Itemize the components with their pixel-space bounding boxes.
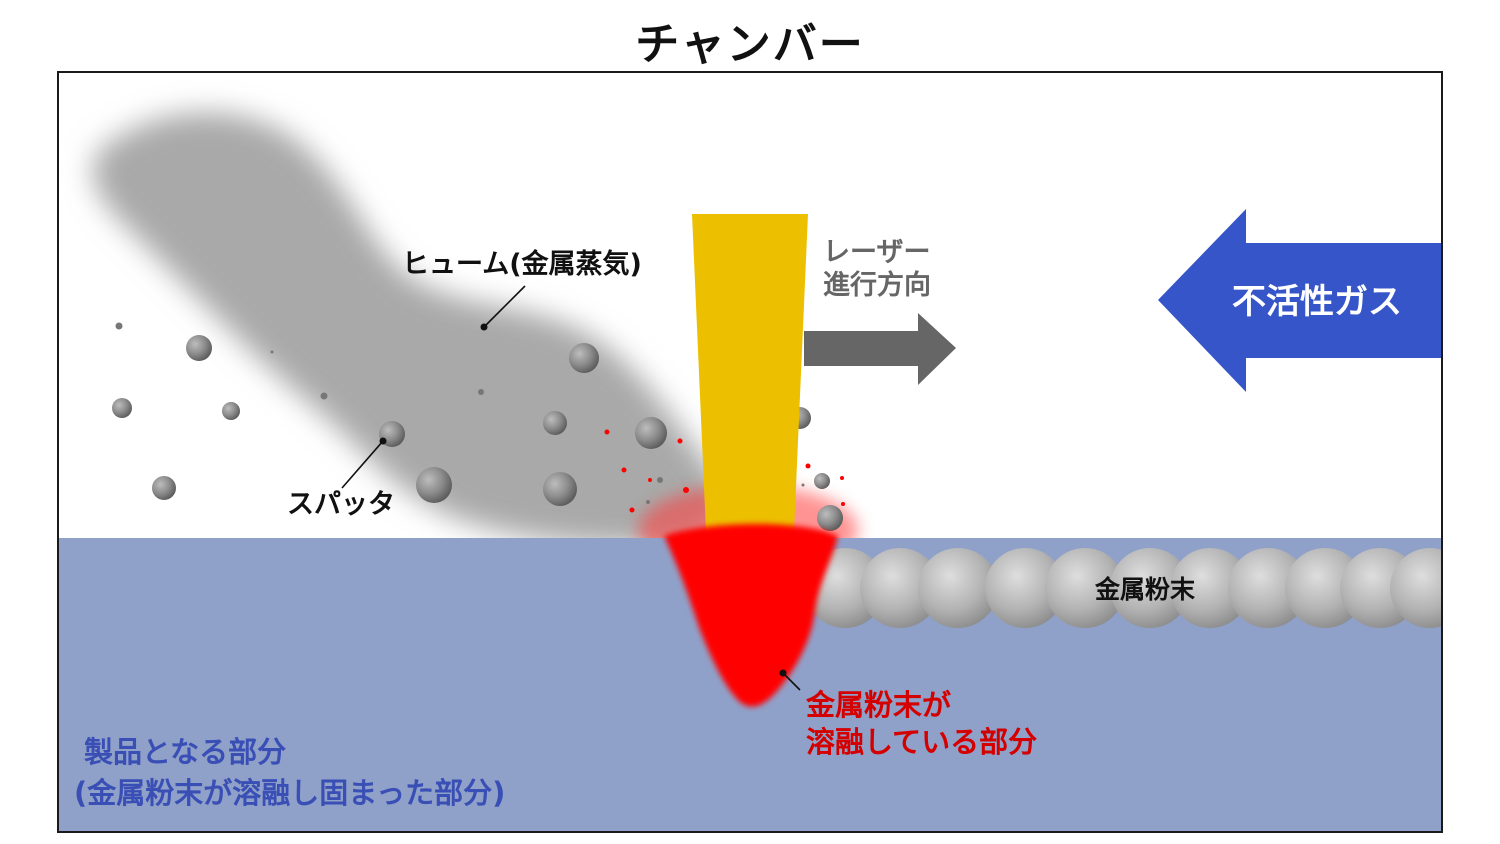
- inert-gas-label: 不活性ガス: [1232, 282, 1402, 322]
- powder-label: 金属粉末: [1094, 575, 1195, 604]
- spatter-label: スパッタ: [287, 489, 395, 520]
- product-label-line1: 製品となる部分: [84, 735, 286, 769]
- melt-label-line2: 溶融している部分: [806, 725, 1037, 759]
- leader-lines: [341, 285, 801, 691]
- product-label-line2: (金属粉末が溶融し固まった部分): [74, 776, 505, 810]
- inert-gas-arrow: [1158, 209, 1442, 392]
- fume-cloud: [92, 112, 728, 546]
- laser-direction-label-line1: レーザー: [823, 237, 930, 268]
- laser-direction-arrow: [804, 313, 956, 385]
- melt-pool: [664, 523, 838, 707]
- leader-dots: [379, 323, 787, 677]
- fume-label: ヒューム(金属蒸気): [402, 248, 642, 280]
- powder-bed: [805, 548, 1442, 628]
- laser-direction-label-line2: 進行方向: [823, 269, 931, 301]
- chamber-border: [57, 71, 1443, 833]
- laser-beam: [692, 214, 808, 532]
- hot-spatter: [604, 429, 845, 513]
- melt-label-line1: 金属粉末が: [805, 688, 951, 722]
- page-title: チャンバー: [635, 19, 865, 70]
